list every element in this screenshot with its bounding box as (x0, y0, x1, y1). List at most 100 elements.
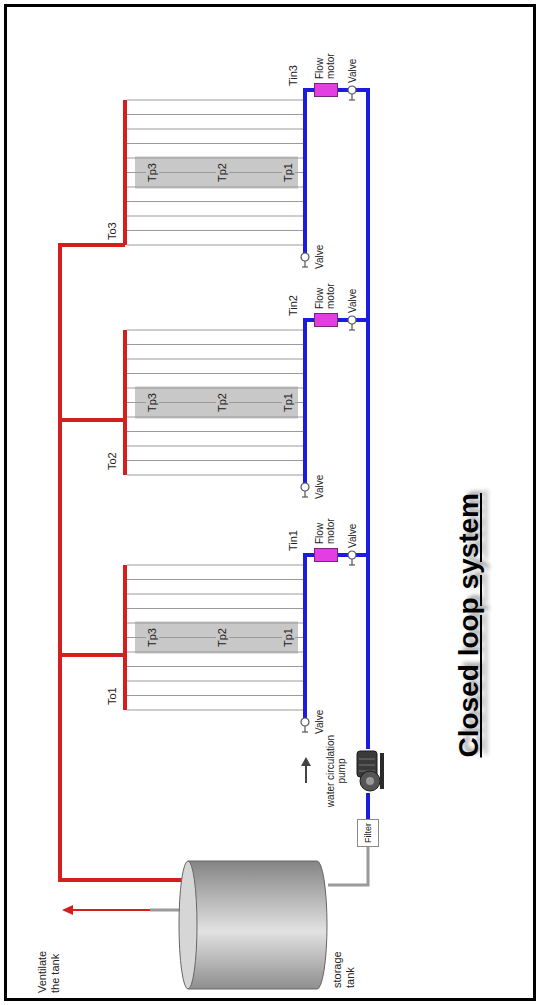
cold-manifold-pipe (305, 555, 314, 718)
collector-tube (127, 623, 303, 624)
collector-tube (127, 388, 303, 389)
drawing-part (349, 99, 355, 100)
filter-box: Filter (357, 819, 379, 847)
part-label: To3 (106, 222, 119, 240)
part-label: Tp2 (216, 392, 229, 413)
collector-tube (127, 158, 303, 159)
part-label: To2 (106, 452, 119, 470)
part-label: Tp3 (146, 627, 159, 648)
drawing-part (301, 718, 309, 726)
diagram-title: Closed loop system (452, 493, 486, 758)
drawing-part (304, 491, 305, 497)
vent-pipe (150, 909, 182, 912)
part-label: Tp1 (282, 392, 295, 413)
part-label: Tin1 (287, 530, 300, 551)
valve-symbol (348, 316, 356, 330)
circulation-pump: water circulation pump (350, 749, 386, 793)
return-pipe (328, 847, 368, 885)
collector-tube (127, 143, 303, 144)
drawing-part (359, 765, 375, 766)
valve-symbol (301, 253, 309, 267)
collector-tube (127, 446, 303, 447)
part-label: Tp2 (216, 162, 229, 183)
flow-direction-arrow (305, 765, 307, 783)
cold-manifold-pipe (305, 90, 314, 253)
drawing-part (188, 861, 327, 989)
drawing-part (351, 94, 352, 100)
drawing-part (348, 86, 356, 94)
collector-tube (127, 652, 303, 653)
drawing-part (302, 731, 308, 732)
node-label: water circulation pump (325, 731, 347, 811)
drawing-part (349, 564, 355, 565)
collector-tube (127, 100, 303, 101)
part-label: Tp1 (282, 627, 295, 648)
node-label: Filter (361, 823, 375, 843)
cold-supply-pipe (366, 793, 370, 819)
cold-manifold-pipe (305, 320, 314, 483)
drawing-part (301, 483, 309, 491)
drawing-part (302, 266, 308, 267)
part-label: Tp2 (216, 627, 229, 648)
valve-symbol (301, 483, 309, 497)
hot-main-pipe (60, 245, 190, 880)
part-label: Valve (313, 475, 326, 499)
vent-arrow (72, 909, 150, 911)
part-label: Tin3 (287, 65, 300, 86)
collector-tube (127, 373, 303, 374)
flow-motor: Flow motor (314, 313, 338, 327)
hot-header-pipe (60, 330, 125, 475)
collector-tube (127, 475, 303, 476)
drawing-part (349, 329, 355, 330)
drawing-part (351, 324, 352, 330)
flow-direction-head (301, 757, 311, 766)
part-label: Tp3 (146, 162, 159, 183)
cold-supply-pipe (338, 90, 368, 749)
part-label: To1 (106, 687, 119, 705)
part-label: Valve (313, 245, 326, 269)
part-label: Tp1 (282, 162, 295, 183)
part-label: Ventilate the tank (36, 935, 62, 993)
collector-tube (127, 594, 303, 595)
node-label: storage tank (331, 936, 357, 988)
valve-symbol (348, 86, 356, 100)
part-label: Valve (313, 710, 326, 734)
collector-tube (127, 431, 303, 432)
drawing-part (302, 496, 308, 497)
node-label: Flow motor (314, 510, 336, 544)
drawing-part (380, 753, 384, 789)
collector-tube (127, 460, 303, 461)
collector-tube (127, 230, 303, 231)
valve-symbol (348, 551, 356, 565)
collector-tube (127, 359, 303, 360)
drawing-part (301, 253, 309, 261)
collector-tube (127, 216, 303, 217)
pump-icon (350, 749, 386, 793)
collector-tube (127, 245, 303, 246)
flow-motor: Flow motor (314, 83, 338, 97)
drawing-part (348, 551, 356, 559)
collector-tube (127, 330, 303, 331)
part-label: Valve (346, 289, 359, 313)
collector-tube (127, 344, 303, 345)
tank-outline (178, 860, 328, 990)
collector-tubes (127, 100, 303, 710)
collector-tube (127, 666, 303, 667)
drawing-part (348, 316, 356, 324)
collector-tube (127, 608, 303, 609)
valve-symbol (301, 718, 309, 732)
collector-tube (127, 129, 303, 130)
drawing-part (366, 777, 374, 785)
collector-tube (127, 579, 303, 580)
part-label: Valve (346, 524, 359, 548)
collector-tube (127, 710, 303, 711)
part-label: Valve (346, 59, 359, 83)
part-label: Tp3 (146, 392, 159, 413)
node-label: Flow motor (314, 275, 336, 309)
node-label: Flow motor (314, 45, 336, 79)
drawing-part (179, 861, 197, 989)
collector-tube (127, 565, 303, 566)
drawing-part (359, 759, 375, 760)
drawing-part (360, 771, 380, 791)
hot-header-pipe (58, 100, 125, 245)
